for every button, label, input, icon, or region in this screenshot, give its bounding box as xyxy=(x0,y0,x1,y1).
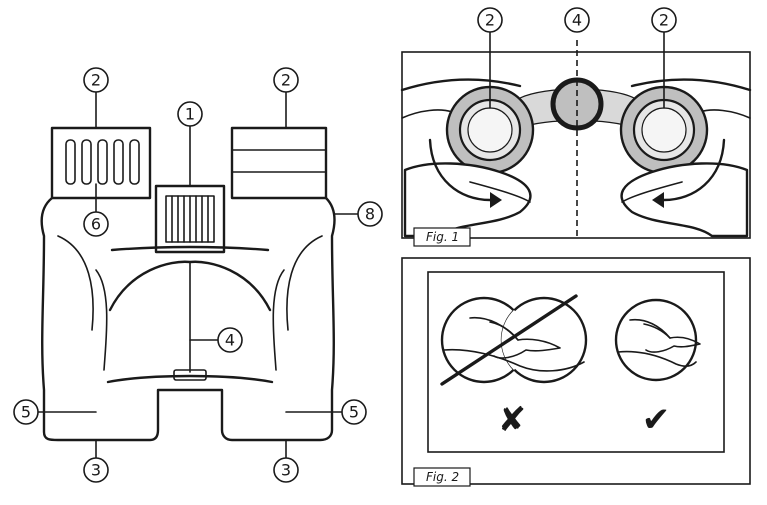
callout-3-left-text: 3 xyxy=(91,461,101,480)
fig2-label: Fig. 2 xyxy=(426,470,459,484)
correct-view: ✔ xyxy=(614,298,701,440)
callout-5-left: 5 xyxy=(13,399,39,425)
fig1-leaders xyxy=(489,31,665,109)
callout-8: 8 xyxy=(357,201,383,227)
callout-2-right: 2 xyxy=(273,67,299,93)
callout-3-right: 3 xyxy=(273,457,299,483)
callout-5-right-text: 5 xyxy=(349,403,359,422)
callout-6: 6 xyxy=(83,211,109,237)
fig1-callout-2-right: 2 xyxy=(651,7,677,33)
callout-1-text: 1 xyxy=(185,105,195,124)
fig1-callout-2-left: 2 xyxy=(477,7,503,33)
incorrect-view: ✘ xyxy=(440,294,588,440)
fig1-callout-2-right-text: 2 xyxy=(659,11,669,30)
binocular-front-view xyxy=(40,126,336,442)
fig1-label: Fig. 1 xyxy=(426,230,459,244)
diopter-ribs xyxy=(65,139,140,185)
callout-3-right-text: 3 xyxy=(281,461,291,480)
figure-1: Fig. 1 xyxy=(400,40,752,247)
fig1-callout-2-left-text: 2 xyxy=(485,11,495,30)
callout-6-text: 6 xyxy=(91,215,101,234)
callout-4-body: 4 xyxy=(217,327,243,353)
callout-4-body-text: 4 xyxy=(225,331,235,350)
callout-3-left: 3 xyxy=(83,457,109,483)
figure-2: ✘ ✔ Fig. 2 xyxy=(401,257,751,487)
focus-wheel xyxy=(154,184,226,254)
right-mark: ✔ xyxy=(642,400,671,440)
callout-leaders xyxy=(37,91,359,459)
fig1-callout-4: 4 xyxy=(564,7,590,33)
fig1-callout-4-text: 4 xyxy=(572,11,582,30)
callout-2-left: 2 xyxy=(83,67,109,93)
callout-8-text: 8 xyxy=(365,205,375,224)
callout-5-left-text: 5 xyxy=(21,403,31,422)
wrong-mark: ✘ xyxy=(498,400,527,440)
callout-1: 1 xyxy=(177,101,203,127)
callout-2-right-text: 2 xyxy=(281,71,291,90)
callout-5-right: 5 xyxy=(341,399,367,425)
callout-2-left-text: 2 xyxy=(91,71,101,90)
